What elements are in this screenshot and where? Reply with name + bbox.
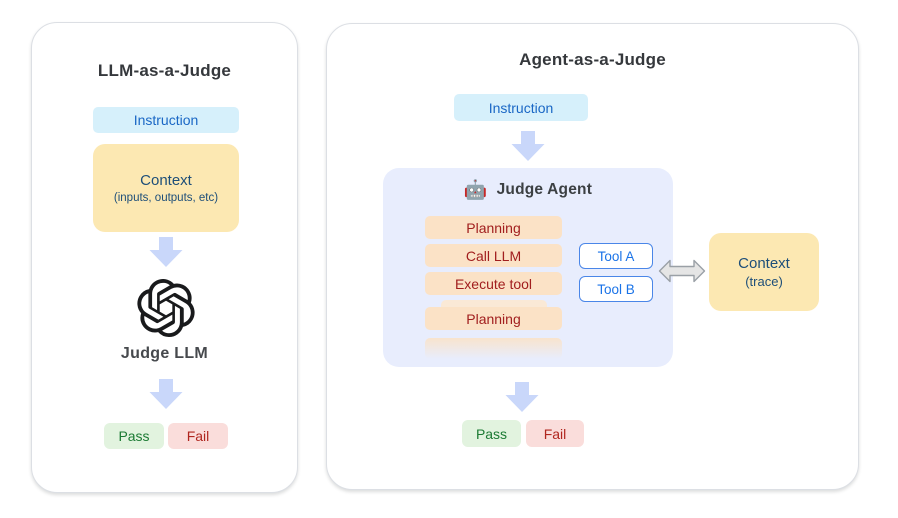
llm-judge-panel: LLM-as-a-Judge Instruction Context (inpu… bbox=[31, 22, 298, 493]
faded-step-box bbox=[425, 338, 562, 359]
judge-agent-header: 🤖 Judge Agent bbox=[383, 178, 673, 202]
tool-b-box: Tool B bbox=[579, 276, 653, 302]
context-trace-box: Context (trace) bbox=[709, 233, 819, 311]
context-subtitle: (inputs, outputs, etc) bbox=[113, 192, 219, 204]
step-label: Planning bbox=[466, 219, 521, 236]
fail-label: Fail bbox=[186, 428, 210, 444]
instruction-box: Instruction bbox=[93, 107, 239, 133]
instruction-label: Instruction bbox=[133, 112, 199, 128]
judge-llm-label: Judge LLM bbox=[120, 345, 209, 362]
down-arrow-icon bbox=[511, 131, 545, 161]
tool-a-box: Tool A bbox=[579, 243, 653, 269]
agent-step-planning-2: Planning bbox=[425, 307, 562, 330]
pass-badge: Pass bbox=[104, 423, 164, 449]
down-arrow-icon bbox=[149, 379, 183, 409]
fail-badge: Fail bbox=[168, 423, 228, 449]
double-arrow-icon bbox=[658, 258, 706, 284]
context-title: Context bbox=[140, 172, 192, 189]
instruction-label: Instruction bbox=[488, 99, 554, 116]
agent-step-execute-tool: Execute tool bbox=[425, 272, 562, 295]
context-box: Context (inputs, outputs, etc) bbox=[93, 144, 239, 232]
instruction-box: Instruction bbox=[454, 94, 588, 121]
judge-agent-box: 🤖 Judge Agent Planning Call LLM Execute … bbox=[383, 168, 673, 367]
tool-b-label: Tool B bbox=[597, 281, 635, 297]
robot-icon: 🤖 bbox=[463, 179, 488, 201]
fail-badge: Fail bbox=[526, 420, 584, 447]
agent-judge-panel: Agent-as-a-Judge Instruction 🤖 Judge Age… bbox=[326, 23, 859, 490]
pass-label: Pass bbox=[475, 425, 508, 442]
judge-agent-label: Judge Agent bbox=[496, 181, 593, 198]
step-label: Planning bbox=[466, 310, 521, 327]
pass-label: Pass bbox=[118, 428, 150, 444]
openai-icon bbox=[137, 279, 195, 337]
context-title: Context bbox=[738, 255, 790, 272]
agent-judge-title: Agent-as-a-Judge bbox=[519, 50, 666, 69]
tool-a-label: Tool A bbox=[597, 248, 635, 264]
context-subtitle: (trace) bbox=[745, 274, 783, 289]
llm-judge-title: LLM-as-a-Judge bbox=[97, 61, 232, 80]
down-arrow-icon bbox=[505, 382, 539, 412]
step-label: Execute tool bbox=[454, 275, 533, 292]
agent-step-call-llm: Call LLM bbox=[425, 244, 562, 267]
down-arrow-icon bbox=[149, 237, 183, 267]
pass-badge: Pass bbox=[462, 420, 521, 447]
agent-step-planning-1: Planning bbox=[425, 216, 562, 239]
step-label: Call LLM bbox=[465, 247, 522, 264]
fail-label: Fail bbox=[543, 425, 567, 442]
